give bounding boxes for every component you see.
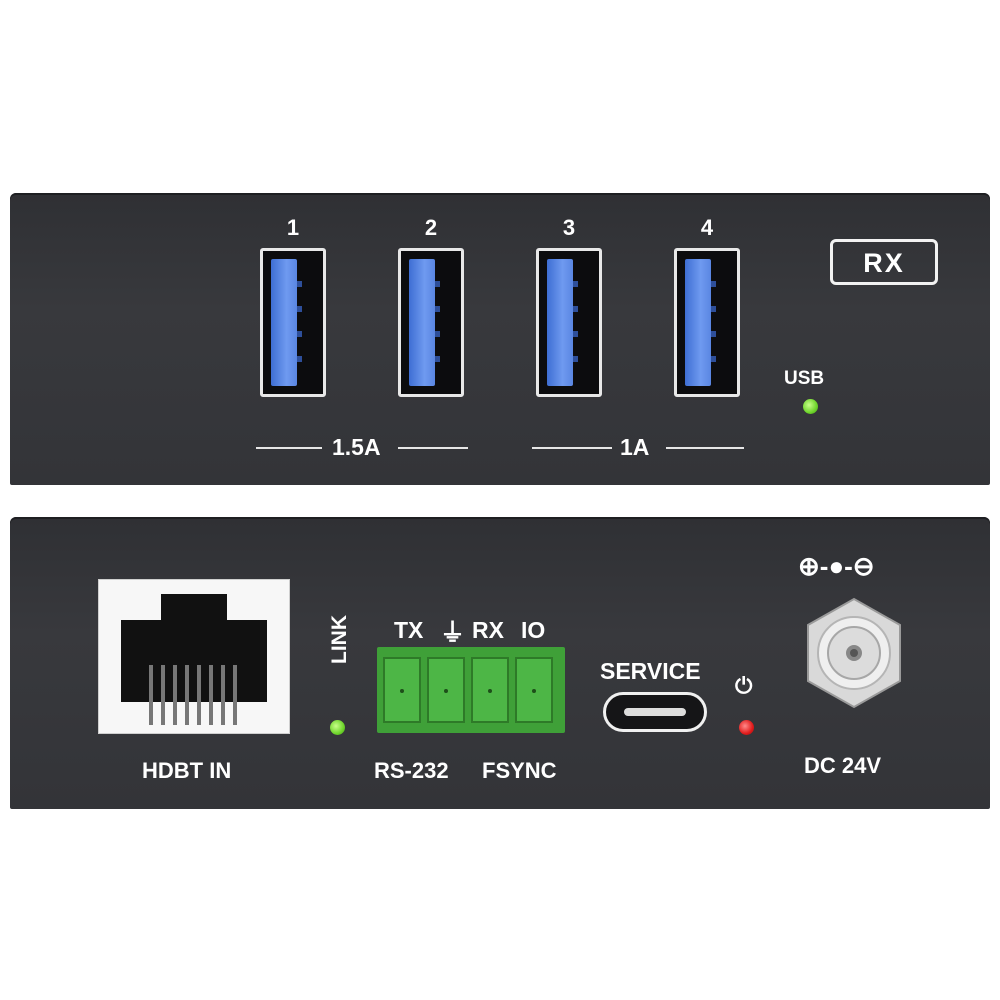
usb-port-4[interactable] [674,248,740,397]
usb-port-number-1: 1 [286,215,300,240]
usb-port-number-4: 4 [700,215,714,240]
current-divider [532,447,612,449]
dc-24v-label: DC 24V [804,753,882,778]
terminal-rx-label: RX [472,617,504,643]
service-usb-c-port[interactable] [603,692,707,732]
usb-port-number-3: 3 [562,215,576,240]
dc-power-jack[interactable] [798,597,910,709]
hdbt-in-label: HDBT IN [142,758,232,783]
hdbt-in-port[interactable] [98,579,290,734]
dc-polarity-icon: ⊕-●-⊖ [798,551,875,581]
usb-port-tongue [685,259,711,386]
current-divider [398,447,468,449]
terminal-pin-2 [427,657,465,723]
power-status-led [739,720,754,735]
ground-icon: ⏚ [440,619,466,647]
usb-port-tongue [547,259,573,386]
terminal-tx-label: TX [394,617,424,643]
service-label: SERVICE [600,658,701,684]
rj45-cavity [121,620,267,725]
usb-port-2[interactable] [398,248,464,397]
terminal-pin-4 [515,657,553,723]
rx-badge: RX [830,239,938,285]
usb-port-1[interactable] [260,248,326,397]
link-label: LINK [328,615,351,664]
terminal-pin-3 [471,657,509,723]
usb-port-number-2: 2 [424,215,438,240]
rx-badge-text: RX [863,248,905,278]
usb-port-tongue [271,259,297,386]
rs232-label: RS-232 [374,758,449,783]
usb-status-led [803,399,818,414]
rear-panel: HDBT IN LINK TX ⏚ RX IO RS-232 FSYNC SER… [10,517,990,809]
usb-led-label: USB [784,368,825,389]
usb-port-3[interactable] [536,248,602,397]
front-panel: 1 2 3 4 1.5A 1A RX USB [10,193,990,485]
current-label-1a: 1A [620,434,650,460]
terminal-io-label: IO [521,617,546,643]
usb-port-tongue [409,259,435,386]
current-label-1-5a: 1.5A [332,434,381,460]
current-divider [256,447,322,449]
terminal-block[interactable] [377,647,565,733]
power-icon: ⏻ [735,673,753,698]
terminal-pin-1 [383,657,421,723]
current-divider [666,447,744,449]
link-status-led [330,720,345,735]
fsync-label: FSYNC [482,758,557,783]
rj45-latch-slot [161,594,227,622]
